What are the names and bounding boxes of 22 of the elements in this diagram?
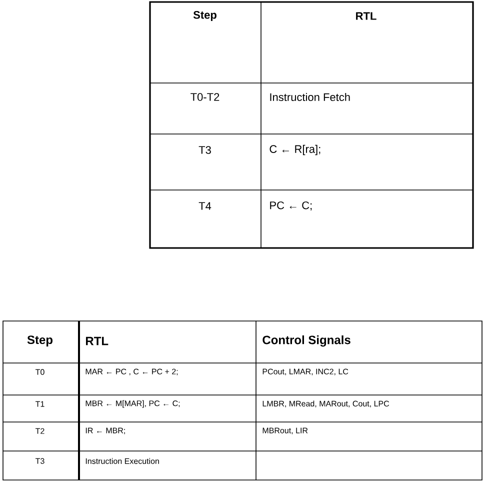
table-cell: T0 bbox=[36, 369, 44, 375]
table-header: Step bbox=[193, 11, 216, 21]
table-cell: T2 bbox=[36, 428, 44, 434]
table-cell: PCout, LMAR, INC2, LC bbox=[262, 368, 348, 376]
table-cell: PC ← C; bbox=[270, 201, 312, 211]
table-cell: T3 bbox=[36, 458, 44, 464]
table-cell: T4 bbox=[198, 202, 212, 210]
table-cell: Instruction Fetch bbox=[270, 92, 350, 102]
table-cell: MBRout, LIR bbox=[262, 428, 308, 434]
table-cell: C ← R[ra]; bbox=[270, 144, 320, 156]
table-header: RTL bbox=[356, 12, 376, 20]
table-cell: T3 bbox=[198, 146, 211, 154]
table-cell: T0-T2 bbox=[190, 93, 220, 101]
table-cell: LMBR, MRead, MARout, Cout, LPC bbox=[262, 400, 390, 408]
table-cell: Instruction Execution bbox=[86, 458, 159, 464]
table-header: RTL bbox=[86, 336, 108, 346]
table-cell: IR ← MBR; bbox=[86, 428, 125, 434]
table-cell: T1 bbox=[36, 401, 44, 407]
table-cell: MBR ← M[MAR], PC ← C; bbox=[86, 400, 180, 408]
table-cell: MAR ← PC , C ← PC + 2; bbox=[86, 368, 178, 376]
table-header: Step bbox=[27, 336, 52, 346]
table-header: Control Signals bbox=[262, 335, 350, 347]
